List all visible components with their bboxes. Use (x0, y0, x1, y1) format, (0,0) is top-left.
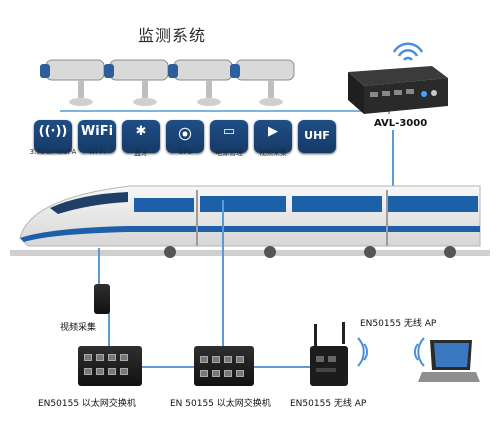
ap-bottom-label: EN50155 无线 AP (290, 399, 367, 409)
video-camera-icon: ▶ (254, 120, 292, 153)
train-drop-wire-1 (98, 248, 100, 284)
camera-bus-line (60, 110, 390, 112)
camera-icon (168, 59, 233, 106)
feature-label: 视频采集 (259, 149, 287, 157)
ethernet-switch-1 (78, 346, 142, 386)
bluetooth-icon: ✱ (122, 120, 160, 153)
feature-label: Wi-Fi (88, 148, 106, 156)
gps-pin-icon: ⦿ (166, 120, 204, 153)
train-drop-wire-2 (222, 200, 224, 348)
signal-icon: ((·)) (34, 120, 72, 153)
wifi-icon: WiFi (78, 120, 116, 153)
video-capture-label: 视频采集 (60, 323, 97, 333)
video-capture-device (94, 284, 110, 314)
camera-switch-wire (108, 312, 110, 348)
switch-ap-wire (254, 366, 310, 368)
switch-1-label: EN50155 以太网交换机 (38, 399, 136, 409)
camera-icon (230, 59, 295, 106)
laptop-signal-icon (414, 337, 425, 367)
camera-icon (40, 59, 105, 106)
wireless-signal-icon (392, 42, 424, 61)
wireless-ap-image (310, 322, 348, 386)
diagram-title: 监测系统 (138, 26, 207, 45)
feature-label: GPS (177, 148, 193, 156)
camera-icon (104, 59, 169, 106)
switch-2-label: EN 50155 以太网交换机 (170, 399, 271, 409)
ethernet-switch-2 (194, 346, 254, 386)
laptop-image (418, 340, 480, 382)
feature-label: 蓝牙 (134, 149, 148, 157)
uhf-icon: UHF (298, 120, 336, 153)
feature-label: 电源管理 (215, 149, 243, 157)
battery-icon: ▭ (210, 120, 248, 153)
camera-group (40, 59, 295, 106)
device-train-wire (392, 130, 394, 186)
ap-signal-icon (357, 337, 368, 367)
train-image (10, 185, 490, 258)
ap-right-label: EN50155 无线 AP (360, 319, 437, 329)
feature-label: 3.75G/HSUPA (29, 148, 77, 156)
avl-device-image (348, 66, 448, 114)
switch-link-wire (142, 366, 194, 368)
device-name: AVL-3000 (374, 118, 428, 129)
